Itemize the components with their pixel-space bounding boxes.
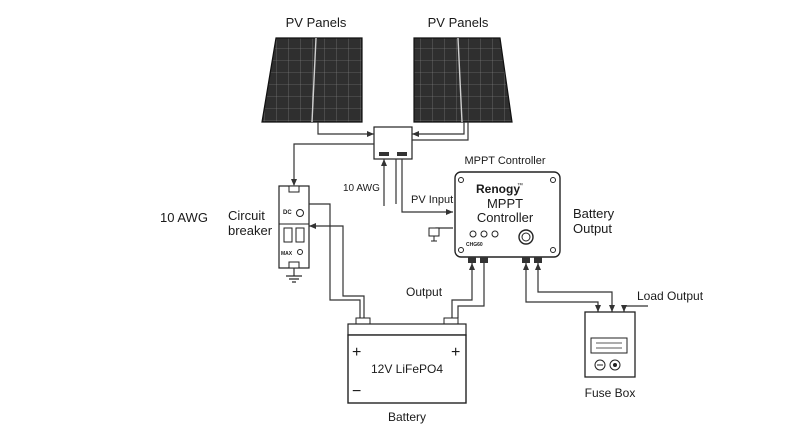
battery-minus: − — [352, 383, 361, 400]
indicator-led-2 — [480, 230, 488, 238]
breaker-to-battery-wires — [309, 203, 365, 318]
pv-panel-left — [261, 37, 363, 123]
pv-panel-right — [413, 37, 513, 123]
controller-to-fuse-wires — [523, 263, 615, 312]
battery-model: 12V LiFePO4 — [371, 362, 443, 376]
awg-10-mid-label: 10 AWG — [343, 183, 380, 194]
battery-output-label-1: Battery — [573, 206, 615, 221]
combiner-box — [373, 126, 413, 160]
controller-button — [518, 229, 534, 245]
mppt-controller: Renogy ™ MPPT Controller CHG60 — [454, 171, 561, 263]
controller-trademark: ™ — [517, 182, 523, 189]
breaker-dc-label: DC — [283, 210, 292, 216]
battery-label: Battery — [388, 410, 426, 424]
controller-to-battery-wires — [451, 263, 485, 318]
fuse-box-label: Fuse Box — [585, 386, 636, 400]
circuit-breaker: DC MAX — [278, 185, 310, 269]
circuit-breaker-label-2: breaker — [228, 223, 273, 238]
panel-wires — [317, 122, 469, 141]
breaker-max-label: MAX — [281, 251, 293, 257]
pv-panels-right-label: PV Panels — [428, 15, 489, 30]
indicator-led-1 — [469, 230, 477, 238]
load-output-label: Load Output — [637, 289, 704, 303]
pv-panels-left-label: PV Panels — [286, 15, 347, 30]
battery-plus-right: + — [451, 344, 460, 361]
temperature-sensor — [428, 227, 453, 242]
combiner-to-controller-wires — [381, 159, 453, 215]
output-label: Output — [406, 285, 443, 299]
controller-name-2: Controller — [477, 210, 534, 225]
controller-name-1: MPPT — [487, 196, 523, 211]
controller-model: CHG60 — [466, 242, 483, 248]
battery: + + − 12V LiFePO4 — [347, 317, 467, 404]
indicator-led-3 — [491, 230, 499, 238]
controller-brand: Renogy — [476, 182, 520, 196]
pv-input-label: PV Input — [411, 194, 453, 206]
battery-output-label-2: Output — [573, 221, 612, 236]
load-output-wire — [621, 305, 648, 312]
battery-plus-left: + — [352, 344, 361, 361]
mppt-controller-label: MPPT Controller — [464, 155, 545, 167]
awg-10-left-label: 10 AWG — [160, 210, 208, 225]
combiner-to-breaker-wire — [291, 143, 374, 186]
circuit-breaker-label-1: Circuit — [228, 208, 265, 223]
ground-symbol — [286, 268, 302, 283]
fuse-box — [584, 311, 636, 378]
